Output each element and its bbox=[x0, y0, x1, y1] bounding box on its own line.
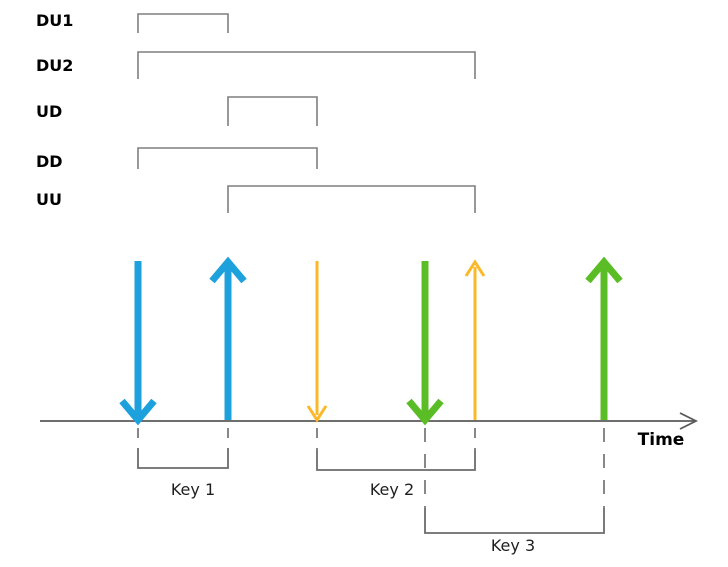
arrow-key2-release bbox=[464, 259, 486, 420]
key-label-key-1: Key 1 bbox=[171, 480, 215, 499]
key-label-key-3: Key 3 bbox=[491, 536, 535, 555]
feature-bracket-du2 bbox=[137, 51, 476, 79]
arrow-key1-release bbox=[209, 256, 247, 420]
key-bracket-key-3-outline bbox=[424, 508, 605, 534]
arrow-key2-press bbox=[306, 261, 328, 423]
feature-label-dd: DD bbox=[36, 152, 63, 171]
key-bracket-key-1: Key 1 bbox=[137, 428, 229, 499]
arrow-key3-release bbox=[585, 256, 623, 420]
key-bracket-key-2: Key 2 bbox=[316, 428, 476, 499]
feature-label-du2: DU2 bbox=[36, 56, 73, 75]
key-bracket-key-2-outline bbox=[316, 450, 476, 471]
feature-label-du1: DU1 bbox=[36, 11, 73, 30]
feature-label-ud: UD bbox=[36, 102, 62, 121]
time-axis-arrowhead-icon bbox=[679, 412, 699, 430]
feature-label-uu: UU bbox=[36, 190, 62, 209]
key-label-key-2: Key 2 bbox=[370, 480, 414, 499]
time-axis-label: Time bbox=[638, 430, 685, 450]
key-bracket-key-3: Key 3 bbox=[424, 428, 605, 555]
arrow-key1-release-head-icon bbox=[209, 256, 247, 284]
arrow-key1-press bbox=[119, 261, 157, 426]
feature-bracket-ud bbox=[227, 96, 318, 126]
arrow-key3-press bbox=[406, 261, 444, 426]
feature-bracket-du1 bbox=[137, 13, 229, 33]
arrow-key3-press-head-icon bbox=[406, 398, 444, 426]
feature-bracket-dd bbox=[137, 147, 318, 169]
arrow-key2-release-head-icon bbox=[464, 259, 486, 277]
feature-bracket-uu bbox=[227, 185, 476, 213]
key-bracket-key-1-outline bbox=[137, 448, 229, 469]
arrow-key1-press-head-icon bbox=[119, 398, 157, 426]
arrow-key2-press-head-icon bbox=[306, 405, 328, 423]
arrow-key3-release-head-icon bbox=[585, 256, 623, 284]
